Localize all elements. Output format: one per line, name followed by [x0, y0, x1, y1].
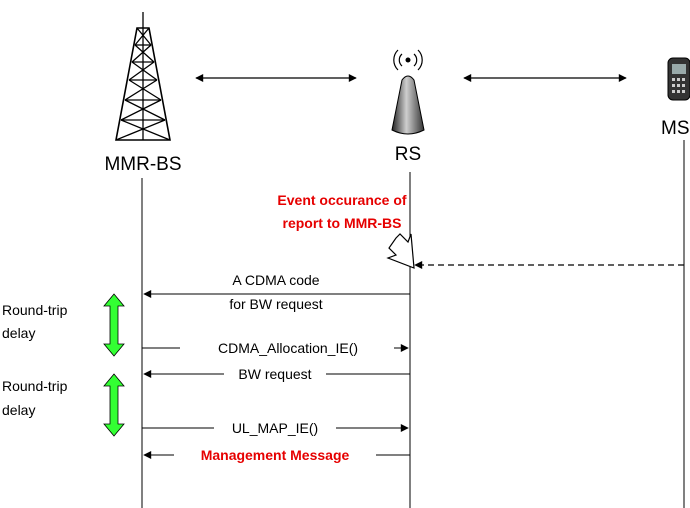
svg-text:CDMA_Allocation_IE(): CDMA_Allocation_IE() — [218, 340, 358, 356]
base-station-tower-icon — [115, 12, 171, 141]
svg-text:Management Message: Management Message — [201, 447, 350, 463]
round-trip-2-green-arrow — [103, 373, 125, 437]
event-pointer-arrow — [386, 233, 415, 269]
message-management: Management Message — [143, 446, 410, 464]
relay-station-icon — [391, 49, 425, 135]
bs-label: MMR-BS — [104, 154, 181, 175]
round-trip-1-line2: delay — [2, 325, 35, 341]
round-trip-1-line1: Round-trip — [2, 302, 68, 318]
message-cdma-code: A CDMA code for BW request — [143, 272, 410, 314]
message-cdma-allocation: CDMA_Allocation_IE() — [142, 339, 409, 357]
svg-text:UL_MAP_IE(): UL_MAP_IE() — [232, 420, 318, 436]
event-note-line1: Event occurance of — [277, 192, 406, 208]
rs-label: RS — [395, 144, 421, 165]
message-cdma-code-line1: A CDMA code — [232, 272, 319, 288]
round-trip-2-line2: delay — [2, 402, 35, 418]
message-ul-map: UL_MAP_IE() — [142, 419, 409, 437]
event-note-line2: report to MMR-BS — [283, 215, 402, 231]
round-trip-1-green-arrow — [103, 293, 125, 357]
svg-text:BW request: BW request — [238, 366, 311, 382]
ms-label: MS — [661, 118, 690, 139]
message-bw-request: BW request — [143, 365, 410, 383]
mobile-phone-icon — [667, 57, 690, 101]
round-trip-2-line1: Round-trip — [2, 378, 68, 394]
message-cdma-code-line2: for BW request — [229, 296, 322, 312]
